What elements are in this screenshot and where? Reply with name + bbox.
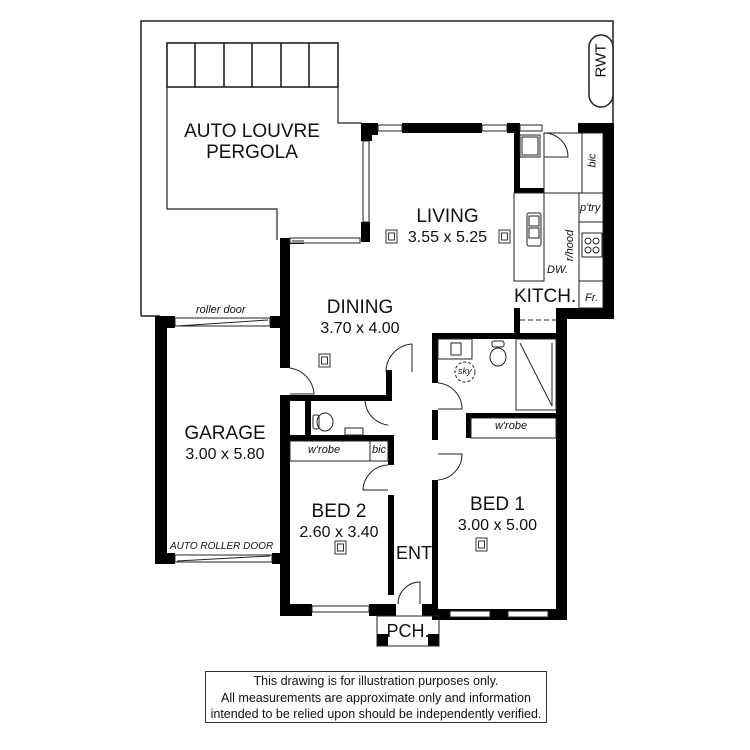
pergola-label: AUTO LOUVRE PERGOLA bbox=[172, 122, 332, 162]
bed2-wardrobe-label: w'robe bbox=[308, 444, 341, 456]
bed1-name: BED 1 bbox=[470, 494, 525, 515]
kitchen-label: KITCH. bbox=[514, 286, 577, 307]
rainwater-tank-icon bbox=[588, 34, 614, 108]
fridge-label: Fr. bbox=[585, 292, 599, 304]
bed1-wardrobe-label: w'robe bbox=[495, 420, 528, 432]
bed2-name: BED 2 bbox=[311, 501, 367, 522]
garage-name: GARAGE bbox=[184, 423, 266, 444]
living-name: LIVING bbox=[416, 206, 479, 227]
auto-roller-door-label: AUTO ROLLER DOOR bbox=[170, 541, 274, 552]
disclaimer-line-3: intended to be relied upon should be ind… bbox=[210, 707, 542, 721]
porch-label: PCH. bbox=[386, 621, 430, 641]
bed2-label: BED 2 2.60 x 3.40 bbox=[290, 502, 388, 541]
rangehood-label: r/hood bbox=[564, 229, 577, 262]
door-tracks bbox=[176, 319, 271, 562]
bed1-dims: 3.00 x 5.00 bbox=[457, 517, 538, 534]
kitchen-bic-label: bic bbox=[586, 153, 599, 168]
pergola-outline bbox=[166, 42, 362, 240]
pergola-name-line1: AUTO LOUVRE bbox=[184, 121, 320, 142]
skylight-label: sky bbox=[458, 366, 472, 376]
disclaimer-line-1: This drawing is for illustration purpose… bbox=[253, 674, 499, 688]
site-boundary bbox=[140, 20, 614, 317]
bed2-dims: 2.60 x 3.40 bbox=[299, 524, 379, 541]
rwt-label: RWT bbox=[592, 43, 610, 78]
dining-name: DINING bbox=[326, 297, 394, 318]
dining-label: DINING 3.70 x 4.00 bbox=[310, 298, 410, 337]
door-swings bbox=[289, 132, 569, 605]
disclaimer-box: This drawing is for illustration purpose… bbox=[205, 671, 547, 723]
roller-door-label: roller door bbox=[196, 304, 246, 316]
pantry-label: p'try bbox=[580, 202, 601, 214]
entry-label: ENT bbox=[396, 543, 432, 563]
bed1-label: BED 1 3.00 x 5.00 bbox=[440, 495, 555, 534]
light-fixtures bbox=[318, 229, 511, 555]
pergola-name-line2: PERGOLA bbox=[206, 142, 298, 163]
living-label: LIVING 3.55 x 5.25 bbox=[400, 207, 495, 246]
living-dims: 3.55 x 5.25 bbox=[407, 229, 488, 246]
hall-bic-label: bic bbox=[372, 444, 387, 456]
fixtures bbox=[289, 132, 604, 647]
dishwasher-label: DW. bbox=[547, 264, 568, 276]
garage-label: GARAGE 3.00 x 5.80 bbox=[170, 424, 280, 463]
garage-dims: 3.00 x 5.80 bbox=[185, 446, 265, 463]
disclaimer-line-2: All measurements are approximate only an… bbox=[221, 690, 531, 705]
dining-dims: 3.70 x 4.00 bbox=[320, 320, 400, 337]
walls bbox=[155, 123, 614, 646]
